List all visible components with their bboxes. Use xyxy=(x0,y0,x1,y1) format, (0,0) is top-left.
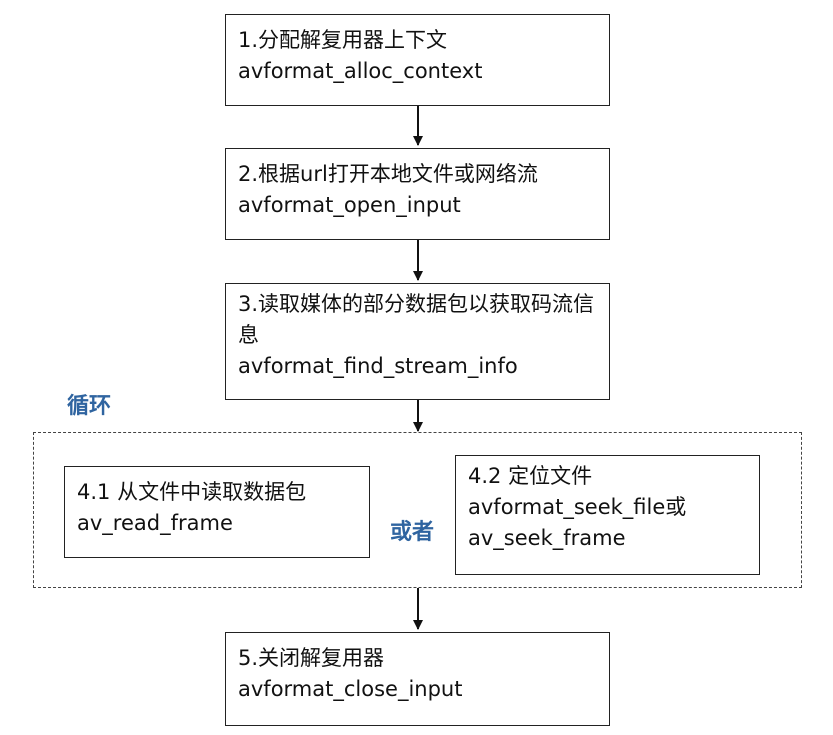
step-5-title: 5.关闭解复用器 xyxy=(238,646,385,670)
step-4-1-title: 4.1 从文件中读取数据包 xyxy=(77,480,307,504)
step-4-2-box: 4.2 定位文件 avformat_seek_file或 av_seek_fra… xyxy=(455,455,760,575)
step-5-function: avformat_close_input xyxy=(238,677,463,701)
or-label: 或者 xyxy=(390,520,435,545)
step-2-function: avformat_open_input xyxy=(238,193,461,217)
step-1-function: avformat_alloc_context xyxy=(238,59,483,83)
step-3-function: avformat_find_stream_info xyxy=(238,354,518,378)
step-5-box: 5.关闭解复用器 avformat_close_input xyxy=(225,632,610,726)
step-4-1-function: av_read_frame xyxy=(77,511,233,535)
step-3-title: 3.读取媒体的部分数据包以获取码流信息 xyxy=(238,292,595,347)
step-2-title: 2.根据url打开本地文件或网络流 xyxy=(238,162,538,186)
step-1-title: 1.分配解复用器上下文 xyxy=(238,28,448,52)
loop-group xyxy=(33,432,802,588)
step-4-2-title: 4.2 定位文件 xyxy=(468,464,593,488)
step-4-1-box: 4.1 从文件中读取数据包 av_read_frame xyxy=(64,466,370,558)
step-3-box: 3.读取媒体的部分数据包以获取码流信息 avformat_find_stream… xyxy=(225,283,610,400)
step-1-box: 1.分配解复用器上下文 avformat_alloc_context xyxy=(225,14,610,106)
loop-label: 循环 xyxy=(67,394,112,419)
step-2-box: 2.根据url打开本地文件或网络流 avformat_open_input xyxy=(225,148,610,240)
step-4-2-function: avformat_seek_file或 xyxy=(468,495,687,519)
step-4-2-function-alt: av_seek_frame xyxy=(468,526,626,550)
